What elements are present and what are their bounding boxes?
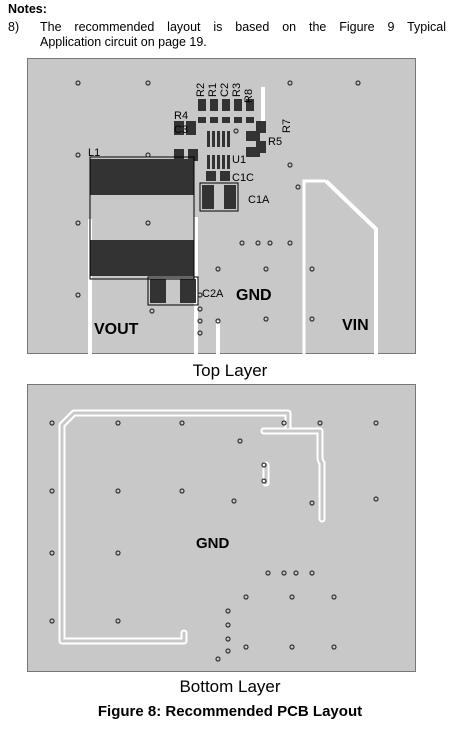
top-layer-silk-labels: L1 U1 R2 R1 C2 R3 R8 R7 R4 C3 R5 C1C C1A… xyxy=(88,83,293,300)
top-layer-traces xyxy=(88,87,378,355)
top-layer-u1-pins xyxy=(207,131,230,169)
top-layer-outlines xyxy=(89,156,239,306)
bottom-layer-traces-inner xyxy=(60,411,324,643)
label-r5: R5 xyxy=(268,136,282,148)
top-layer-board: L1 U1 R2 R1 C2 R3 R8 R7 R4 C3 R5 C1C C1A… xyxy=(27,58,416,355)
label-r3: R3 xyxy=(231,83,243,97)
label-l1: L1 xyxy=(88,147,100,159)
label-c1a: C1A xyxy=(248,194,270,206)
note-line-2: Application circuit on page 19. xyxy=(40,35,207,49)
top-layer-caption: Top Layer xyxy=(192,361,268,380)
note-number: 8) xyxy=(8,20,20,34)
label-r7: R7 xyxy=(281,119,293,133)
notes-heading: Notes: xyxy=(8,2,47,16)
top-layer-vias xyxy=(75,80,361,336)
label-c2: C2 xyxy=(219,83,231,97)
label-c2a: C2A xyxy=(202,288,224,300)
label-c3: C3 xyxy=(174,124,188,136)
bottom-layer-caption: Bottom Layer xyxy=(179,677,281,696)
net-label-gnd: GND xyxy=(236,287,272,304)
bottom-net-label-gnd: GND xyxy=(196,535,230,552)
bottom-layer-traces-outer xyxy=(58,409,326,645)
top-layer-net-labels: GND VOUT VIN xyxy=(94,287,369,338)
top-layer-pads xyxy=(90,121,266,303)
label-r2: R2 xyxy=(195,83,207,97)
label-u1: U1 xyxy=(232,154,246,166)
net-label-vin: VIN xyxy=(342,317,369,334)
note-line-1: The recommended layout is based on the F… xyxy=(40,20,446,34)
bottom-layer-vias xyxy=(49,420,379,662)
figure-caption: Figure 8: Recommended PCB Layout xyxy=(97,703,363,720)
label-r1: R1 xyxy=(207,83,219,97)
net-label-vout: VOUT xyxy=(94,321,139,338)
label-r8: R8 xyxy=(243,89,255,103)
bottom-layer-drawing: GND xyxy=(49,409,379,662)
label-r4: R4 xyxy=(174,110,188,122)
top-layer-r-pads xyxy=(198,99,254,123)
label-c1c: C1C xyxy=(232,172,254,184)
top-layer-drawing: L1 U1 R2 R1 C2 R3 R8 R7 R4 C3 R5 C1C C1A… xyxy=(75,80,378,355)
bottom-layer-board: GND xyxy=(27,384,416,672)
